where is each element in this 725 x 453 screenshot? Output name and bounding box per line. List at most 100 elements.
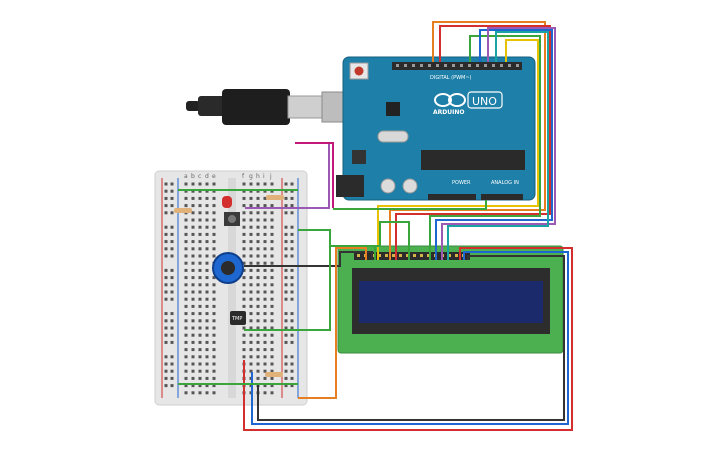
breadboard-hole[interactable] bbox=[212, 333, 216, 337]
breadboard-hole[interactable] bbox=[270, 276, 274, 280]
rail-hole[interactable] bbox=[284, 369, 288, 373]
breadboard-hole[interactable] bbox=[198, 376, 202, 380]
breadboard-hole[interactable] bbox=[270, 283, 274, 287]
rail-hole[interactable] bbox=[290, 283, 294, 287]
breadboard-hole[interactable] bbox=[256, 348, 260, 352]
breadboard-hole[interactable] bbox=[242, 232, 246, 236]
breadboard-hole[interactable] bbox=[191, 297, 195, 301]
rail-hole[interactable] bbox=[170, 232, 174, 236]
breadboard-hole[interactable] bbox=[270, 312, 274, 316]
breadboard-hole[interactable] bbox=[191, 312, 195, 316]
breadboard-hole[interactable] bbox=[205, 196, 209, 200]
breadboard-hole[interactable] bbox=[263, 340, 267, 344]
breadboard-hole[interactable] bbox=[270, 268, 274, 272]
rail-hole[interactable] bbox=[170, 189, 174, 193]
breadboard-hole[interactable] bbox=[263, 232, 267, 236]
rail-hole[interactable] bbox=[164, 232, 168, 236]
rail-hole[interactable] bbox=[170, 326, 174, 330]
breadboard-hole[interactable] bbox=[270, 384, 274, 388]
lcd-pin[interactable] bbox=[427, 254, 430, 257]
breadboard-hole[interactable] bbox=[205, 391, 209, 395]
breadboard-hole[interactable] bbox=[249, 261, 253, 265]
breadboard-hole[interactable] bbox=[270, 319, 274, 323]
breadboard-hole[interactable] bbox=[198, 211, 202, 215]
breadboard-hole[interactable] bbox=[242, 304, 246, 308]
breadboard-hole[interactable] bbox=[242, 340, 246, 344]
breadboard-hole[interactable] bbox=[249, 340, 253, 344]
header-pin[interactable] bbox=[500, 64, 503, 67]
breadboard-hole[interactable] bbox=[198, 384, 202, 388]
breadboard-hole[interactable] bbox=[191, 319, 195, 323]
breadboard-hole[interactable] bbox=[198, 319, 202, 323]
breadboard-hole[interactable] bbox=[263, 276, 267, 280]
breadboard-hole[interactable] bbox=[205, 333, 209, 337]
breadboard-hole[interactable] bbox=[242, 261, 246, 265]
breadboard-hole[interactable] bbox=[198, 261, 202, 265]
breadboard-hole[interactable] bbox=[198, 362, 202, 366]
breadboard-hole[interactable] bbox=[263, 362, 267, 366]
rail-hole[interactable] bbox=[170, 240, 174, 244]
breadboard-hole[interactable] bbox=[256, 261, 260, 265]
breadboard-hole[interactable] bbox=[184, 261, 188, 265]
rail-hole[interactable] bbox=[290, 268, 294, 272]
breadboard-hole[interactable] bbox=[205, 189, 209, 193]
breadboard-hole[interactable] bbox=[191, 211, 195, 215]
lcd-pin[interactable] bbox=[357, 254, 360, 257]
rail-hole[interactable] bbox=[170, 340, 174, 344]
breadboard-hole[interactable] bbox=[249, 283, 253, 287]
breadboard-hole[interactable] bbox=[212, 247, 216, 251]
rail-hole[interactable] bbox=[284, 376, 288, 380]
breadboard-hole[interactable] bbox=[191, 247, 195, 251]
rail-hole[interactable] bbox=[284, 240, 288, 244]
breadboard-hole[interactable] bbox=[270, 290, 274, 294]
breadboard-hole[interactable] bbox=[249, 211, 253, 215]
breadboard-hole[interactable] bbox=[198, 204, 202, 208]
rail-hole[interactable] bbox=[290, 369, 294, 373]
breadboard-hole[interactable] bbox=[212, 312, 216, 316]
rail-hole[interactable] bbox=[164, 247, 168, 251]
breadboard-hole[interactable] bbox=[263, 204, 267, 208]
rail-hole[interactable] bbox=[170, 376, 174, 380]
breadboard-hole[interactable] bbox=[270, 204, 274, 208]
breadboard-hole[interactable] bbox=[212, 384, 216, 388]
breadboard-hole[interactable] bbox=[184, 225, 188, 229]
rail-hole[interactable] bbox=[170, 297, 174, 301]
breadboard-hole[interactable] bbox=[212, 319, 216, 323]
rail-hole[interactable] bbox=[284, 362, 288, 366]
breadboard-hole[interactable] bbox=[191, 261, 195, 265]
breadboard-hole[interactable] bbox=[270, 211, 274, 215]
breadboard-hole[interactable] bbox=[263, 355, 267, 359]
breadboard-hole[interactable] bbox=[205, 297, 209, 301]
rail-hole[interactable] bbox=[284, 283, 288, 287]
rail-hole[interactable] bbox=[284, 290, 288, 294]
rail-hole[interactable] bbox=[164, 340, 168, 344]
breadboard-hole[interactable] bbox=[184, 182, 188, 186]
header-pin[interactable] bbox=[428, 64, 431, 67]
led-red[interactable] bbox=[222, 196, 232, 208]
breadboard-hole[interactable] bbox=[212, 196, 216, 200]
breadboard-hole[interactable] bbox=[184, 218, 188, 222]
rail-hole[interactable] bbox=[164, 384, 168, 388]
breadboard-hole[interactable] bbox=[270, 326, 274, 330]
breadboard-hole[interactable] bbox=[205, 376, 209, 380]
breadboard-hole[interactable] bbox=[184, 312, 188, 316]
rail-hole[interactable] bbox=[284, 189, 288, 193]
rail-hole[interactable] bbox=[284, 254, 288, 258]
breadboard-hole[interactable] bbox=[249, 276, 253, 280]
header-pin[interactable] bbox=[412, 64, 415, 67]
breadboard-hole[interactable] bbox=[263, 312, 267, 316]
rail-hole[interactable] bbox=[284, 232, 288, 236]
breadboard-hole[interactable] bbox=[198, 348, 202, 352]
breadboard-hole[interactable] bbox=[270, 376, 274, 380]
breadboard-hole[interactable] bbox=[242, 355, 246, 359]
breadboard-hole[interactable] bbox=[198, 290, 202, 294]
header-pin[interactable] bbox=[508, 64, 511, 67]
breadboard-hole[interactable] bbox=[263, 297, 267, 301]
rail-hole[interactable] bbox=[290, 340, 294, 344]
breadboard-hole[interactable] bbox=[205, 261, 209, 265]
breadboard-hole[interactable] bbox=[249, 326, 253, 330]
breadboard-hole[interactable] bbox=[256, 225, 260, 229]
breadboard-hole[interactable] bbox=[242, 326, 246, 330]
breadboard-hole[interactable] bbox=[184, 304, 188, 308]
breadboard-hole[interactable] bbox=[242, 333, 246, 337]
